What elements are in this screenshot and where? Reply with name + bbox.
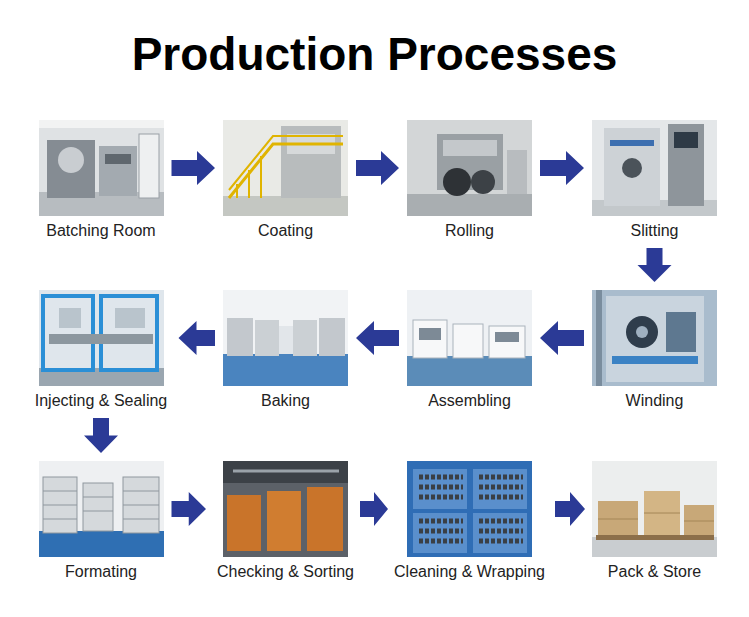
process-step: Rolling bbox=[407, 120, 532, 240]
flow-arrow bbox=[172, 492, 207, 526]
step-label: Winding bbox=[626, 391, 684, 410]
flow-arrow bbox=[638, 248, 672, 282]
process-step: Winding bbox=[592, 290, 717, 410]
step-label: Checking & Sorting bbox=[217, 562, 354, 581]
process-step: Slitting bbox=[592, 120, 717, 240]
flow-arrow bbox=[540, 151, 584, 185]
process-step: Checking & Sorting bbox=[214, 461, 357, 581]
process-step: Baking bbox=[223, 290, 348, 410]
step-label: Batching Room bbox=[46, 221, 155, 240]
step-label: Coating bbox=[258, 221, 313, 240]
flow-arrow bbox=[540, 321, 584, 355]
step-label: Formating bbox=[65, 562, 137, 581]
process-step: Batching Room bbox=[39, 120, 164, 240]
process-step: Assembling bbox=[407, 290, 532, 410]
flow-arrow bbox=[84, 418, 118, 453]
flow-arrow bbox=[356, 321, 399, 355]
step-label: Pack & Store bbox=[608, 562, 701, 581]
flow-arrow bbox=[172, 151, 216, 185]
process-step: Injecting & Sealing bbox=[32, 290, 171, 410]
process-photo bbox=[407, 120, 532, 216]
process-photo bbox=[592, 461, 717, 557]
title: Production Processes bbox=[0, 22, 749, 86]
flow-arrow bbox=[360, 492, 388, 526]
step-label: Slitting bbox=[630, 221, 678, 240]
process-photo bbox=[592, 120, 717, 216]
process-photo bbox=[39, 461, 164, 557]
step-label: Assembling bbox=[428, 391, 511, 410]
process-photo bbox=[407, 290, 532, 386]
flow-arrow bbox=[555, 492, 585, 526]
process-step: Cleaning & Wrapping bbox=[391, 461, 548, 581]
process-step: Formating bbox=[39, 461, 164, 581]
process-photo bbox=[407, 461, 532, 557]
flow-arrow bbox=[179, 321, 216, 355]
process-photo bbox=[223, 120, 348, 216]
process-photo bbox=[223, 290, 348, 386]
flow-arrow bbox=[356, 151, 399, 185]
step-label: Cleaning & Wrapping bbox=[394, 562, 545, 581]
process-step: Pack & Store bbox=[592, 461, 717, 581]
process-photo bbox=[592, 290, 717, 386]
process-photo bbox=[39, 120, 164, 216]
process-step: Coating bbox=[223, 120, 348, 240]
process-photo bbox=[223, 461, 348, 557]
process-photo bbox=[39, 290, 164, 386]
step-label: Injecting & Sealing bbox=[35, 391, 168, 410]
step-label: Rolling bbox=[445, 221, 494, 240]
step-label: Baking bbox=[261, 391, 310, 410]
